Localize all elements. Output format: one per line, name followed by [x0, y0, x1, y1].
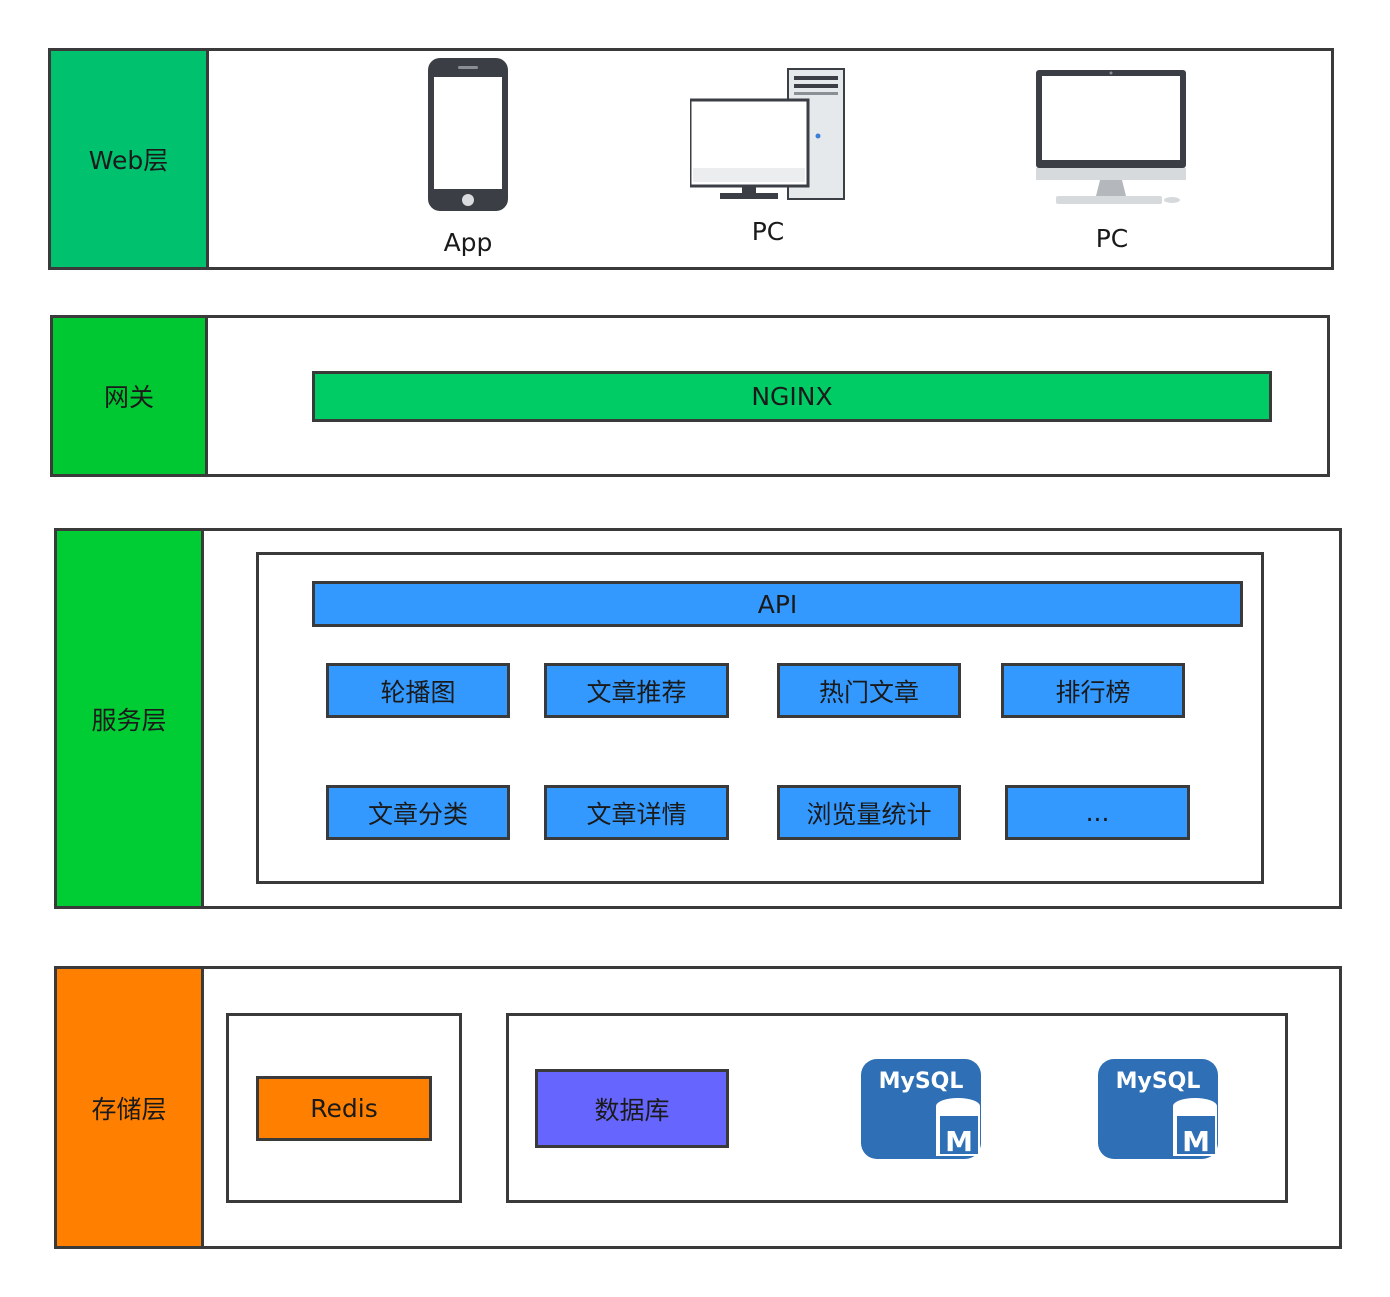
service-article-category: 文章分类: [326, 785, 510, 840]
redis-bar: Redis: [256, 1076, 432, 1141]
nginx-bar: NGINX: [312, 371, 1272, 422]
pc-caption-2: PC: [1095, 224, 1129, 253]
app-caption: App: [443, 228, 493, 257]
pc-caption-1: PC: [751, 217, 785, 246]
service-carousel: 轮播图: [326, 663, 510, 718]
service-article-detail: 文章详情: [544, 785, 729, 840]
storage-layer-label: 存储层: [54, 966, 204, 1249]
service-view-stats: 浏览量统计: [777, 785, 961, 840]
database-bar: 数据库: [535, 1069, 729, 1148]
service-hot-articles: 热门文章: [777, 663, 961, 718]
mysql-badge: M: [1182, 1125, 1210, 1158]
mysql-text: MySQL: [1116, 1069, 1201, 1094]
mysql-icon-2: MySQL M: [1098, 1059, 1218, 1159]
api-bar: API: [312, 581, 1243, 627]
monitor-icon: [1036, 70, 1186, 204]
mysql-icon: MySQL M: [861, 1059, 981, 1159]
service-layer-label: 服务层: [54, 528, 204, 909]
smartphone-icon: [428, 58, 508, 211]
web-layer-label: Web层: [48, 48, 209, 270]
service-article-recommend: 文章推荐: [544, 663, 729, 718]
service-more: ...: [1005, 785, 1190, 840]
mysql-badge: M: [945, 1125, 973, 1158]
service-ranking: 排行榜: [1001, 663, 1185, 718]
gateway-layer-label: 网关: [50, 315, 208, 477]
mysql-text: MySQL: [879, 1069, 964, 1094]
desktop-tower-icon: [690, 68, 845, 200]
